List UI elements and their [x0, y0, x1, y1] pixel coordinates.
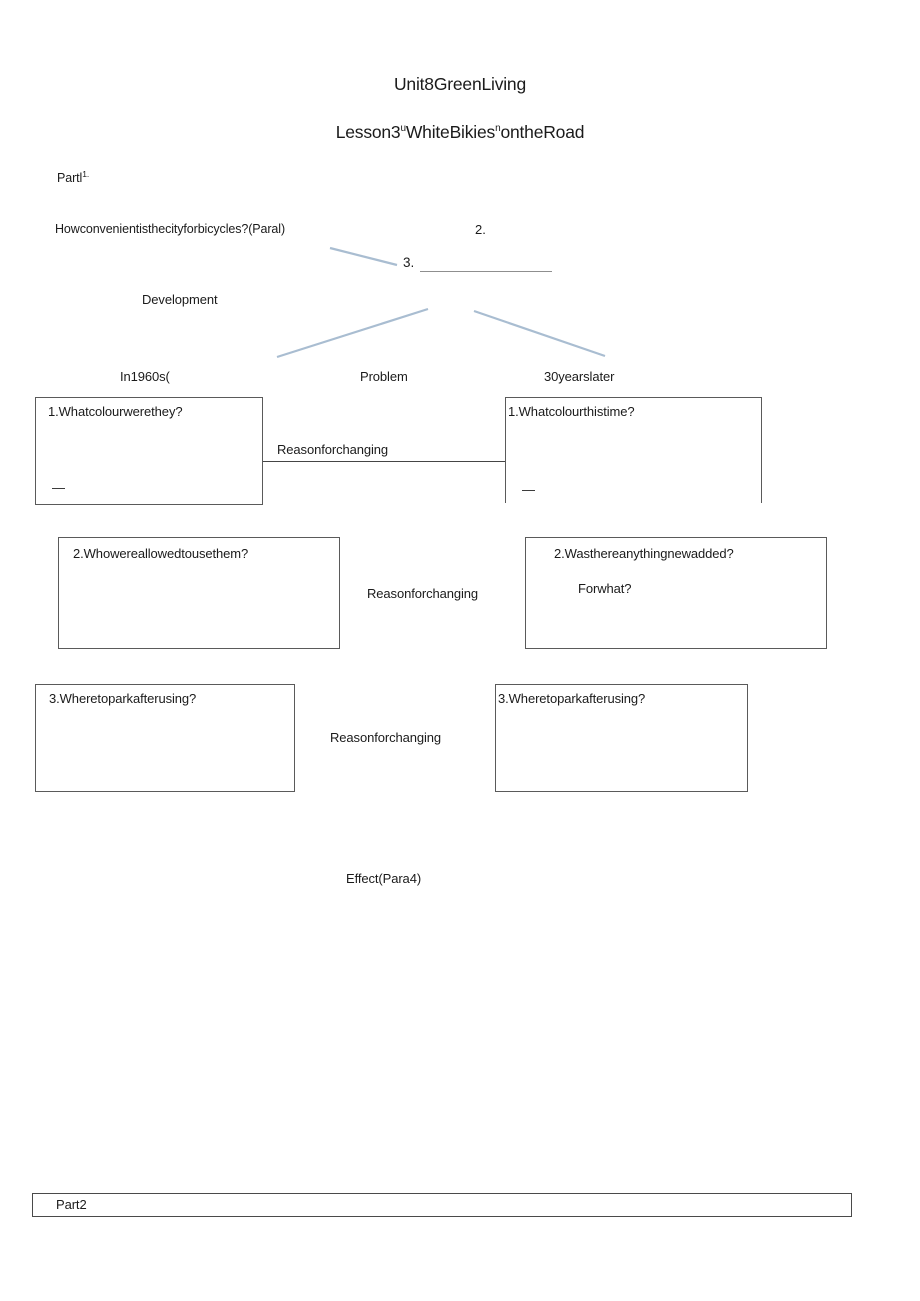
part1-label: Partl: [57, 171, 83, 186]
answer-box-colour-before: 1.Whatcolourwerethey? —: [35, 397, 263, 505]
reason-connector-line-1: [263, 461, 505, 462]
connector-line-right-branch: [473, 309, 606, 358]
part2-header-box: Part2: [32, 1193, 852, 1217]
lesson-title-prefix: Lesson3: [335, 122, 401, 142]
question-for-what: Forwhat?: [578, 581, 632, 596]
reason-for-changing-label-2: Reasonforchanging: [367, 586, 479, 601]
question-where-to-park-after: 3.Wheretoparkafterusing?: [498, 691, 646, 706]
answer-dash: —: [52, 480, 65, 495]
lesson-title-suffix: ontheRoad: [500, 122, 585, 142]
branch-label-problem: Problem: [360, 369, 408, 384]
branch-label-30-years-later: 30yearslater: [544, 369, 615, 384]
page-title: Unit8GreenLiving: [393, 74, 526, 94]
question-anything-new: 2.Wasthereanythingnewadded?: [554, 546, 734, 561]
lesson-close-quote: n: [495, 123, 501, 135]
lesson-open-quote: u: [400, 123, 406, 135]
diagram-connector-lines: [276, 246, 606, 359]
effect-label: Effect(Para4): [346, 871, 422, 886]
item-3-label: 3.: [403, 255, 415, 270]
question-who-allowed: 2.Whowereallowedtousethem?: [73, 546, 249, 561]
connector-line-left-branch: [276, 307, 429, 359]
reason-for-changing-label-1: Reasonforchanging: [277, 442, 389, 457]
connector-line-to-item3: [329, 246, 398, 267]
branch-label-1960s: In1960s(: [120, 369, 170, 384]
answer-dash: —: [522, 482, 535, 497]
lesson-title: Lesson3uWhiteBikiesnontheRoad: [0, 122, 920, 143]
intro-question: Howconvenientisthecityforbicycles?(Paral…: [55, 222, 286, 236]
part1-heading: Partl1.: [57, 169, 89, 185]
item-2-label: 2.: [475, 222, 486, 237]
answer-box-colour-after: 1.Whatcolourthistime? —: [505, 397, 762, 503]
answer-box-who-allowed: 2.Whowereallowedtousethem?: [58, 537, 340, 649]
part1-superscript: 1.: [82, 169, 90, 179]
lesson-title-quoted: WhiteBikies: [405, 122, 496, 142]
reason-for-changing-label-3: Reasonforchanging: [330, 730, 442, 745]
question-colour-after: 1.Whatcolourthistime?: [508, 404, 635, 419]
answer-box-where-to-park-before: 3.Wheretoparkafterusing?: [35, 684, 295, 792]
question-where-to-park-before: 3.Wheretoparkafterusing?: [49, 691, 197, 706]
item-3-blank-line: [420, 258, 552, 272]
development-label: Development: [142, 292, 218, 307]
answer-box-anything-new: 2.Wasthereanythingnewadded? Forwhat?: [525, 537, 827, 649]
question-colour-before: 1.Whatcolourwerethey?: [48, 404, 183, 419]
answer-box-where-to-park-after: 3.Wheretoparkafterusing?: [495, 684, 748, 792]
part2-label: Part2: [56, 1197, 87, 1212]
